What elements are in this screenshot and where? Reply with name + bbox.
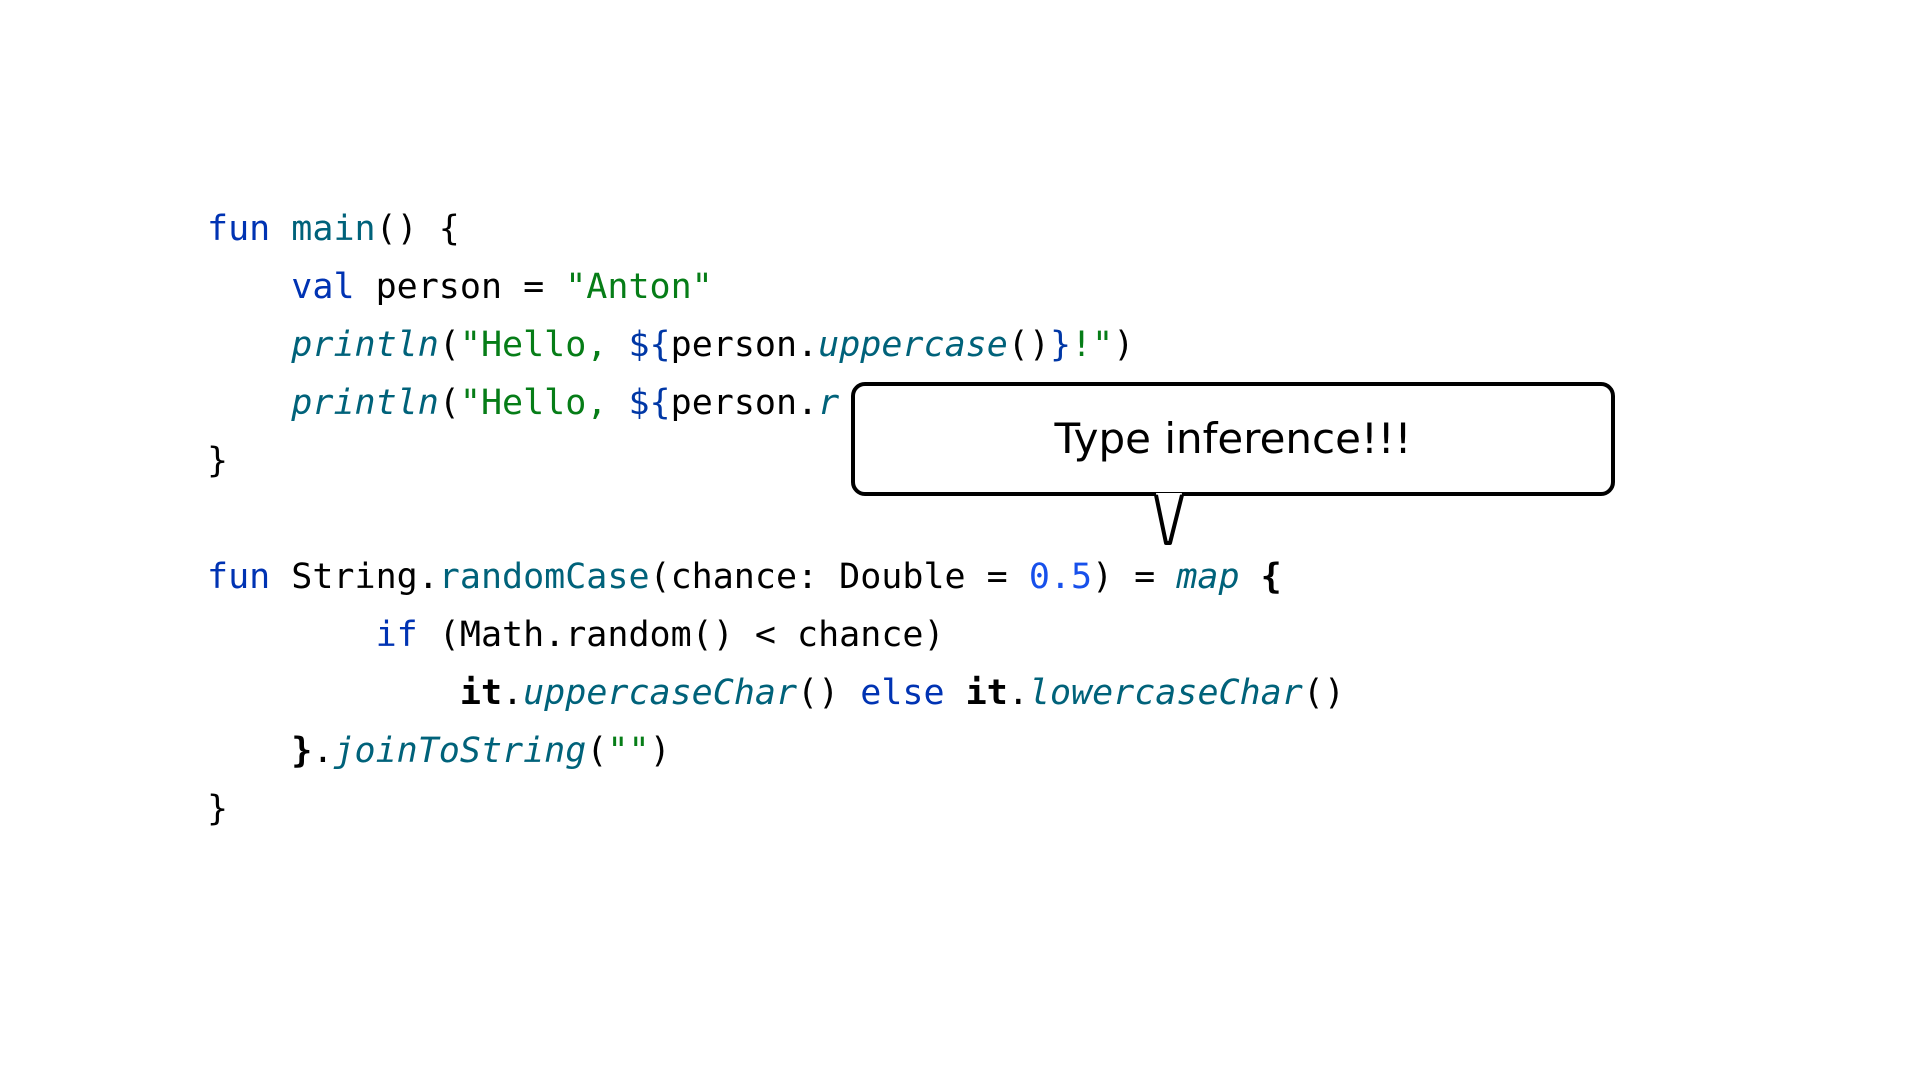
code-block: fun main() { val person = "Anton" printl… <box>207 200 1345 838</box>
code-token: . <box>1007 673 1029 713</box>
code-token: !" <box>1071 325 1114 365</box>
code-token: String. <box>270 557 439 597</box>
code-token: fun <box>207 557 271 597</box>
code-token: ( <box>438 383 460 423</box>
code-token <box>207 267 291 307</box>
speech-bubble-text: Type inference!!! <box>1054 414 1412 463</box>
code-token <box>207 325 291 365</box>
code-token: uppercaseChar <box>523 673 798 713</box>
code-token: println <box>291 383 439 423</box>
code-token: ) <box>649 731 671 771</box>
code-token: () { <box>375 209 460 249</box>
code-token <box>207 673 460 713</box>
code-token: person. <box>670 383 819 423</box>
code-line: }.joinToString("") <box>207 722 1345 780</box>
code-token: person = <box>354 267 566 307</box>
code-line: } <box>207 432 1345 490</box>
code-token: fun <box>207 209 271 249</box>
code-line: fun String.randomCase(chance: Double = 0… <box>207 548 1345 606</box>
code-token: } <box>1049 325 1072 365</box>
code-token: ) = <box>1092 557 1177 597</box>
code-token: val <box>291 267 355 307</box>
code-token <box>207 383 291 423</box>
code-token: else <box>860 673 945 713</box>
code-token: it <box>459 673 503 713</box>
code-token: } <box>291 731 313 771</box>
code-token: ( <box>586 731 608 771</box>
code-token <box>270 209 291 249</box>
code-token: (Math.random() < chance) <box>417 615 945 655</box>
code-line: println("Hello, ${person.uppercase()}!") <box>207 316 1345 374</box>
code-token: () <box>1302 673 1345 713</box>
code-token: ( <box>438 325 460 365</box>
code-token: () <box>797 673 861 713</box>
code-token <box>207 615 376 655</box>
code-token <box>1240 557 1261 597</box>
code-token: if <box>375 615 418 655</box>
code-token: println <box>291 325 439 365</box>
code-token: } <box>207 789 229 829</box>
code-line: it.uppercaseChar() else it.lowercaseChar… <box>207 664 1345 722</box>
speech-bubble-tail <box>1154 493 1184 545</box>
code-token: "Hello, <box>459 325 629 365</box>
code-line: val person = "Anton" <box>207 258 1345 316</box>
code-token: it <box>965 673 1008 713</box>
code-token: joinToString <box>333 731 587 771</box>
code-token: ${ <box>628 383 671 423</box>
code-token: { <box>1260 557 1282 597</box>
code-token: 0.5 <box>1028 557 1093 597</box>
code-token: "Anton" <box>565 267 713 307</box>
code-line: } <box>207 780 1345 838</box>
code-line: fun main() { <box>207 200 1345 258</box>
code-token: main <box>291 209 376 249</box>
code-token: r <box>818 383 840 423</box>
code-token: map <box>1176 557 1240 597</box>
code-token: . <box>502 673 524 713</box>
code-line: println("Hello, ${person.r <box>207 374 1345 432</box>
code-token: person. <box>670 325 819 365</box>
speech-bubble: Type inference!!! <box>851 382 1615 496</box>
code-token: () <box>1007 325 1050 365</box>
code-token: "" <box>607 731 650 771</box>
code-token: (chance: Double = <box>649 557 1029 597</box>
code-token: ${ <box>628 325 671 365</box>
code-token: ) <box>1113 325 1135 365</box>
code-token: "Hello, <box>459 383 629 423</box>
code-token: lowercaseChar <box>1028 673 1303 713</box>
code-line: if (Math.random() < chance) <box>207 606 1345 664</box>
code-token: uppercase <box>818 325 1008 365</box>
code-token: . <box>312 731 334 771</box>
code-token <box>945 673 966 713</box>
code-token <box>207 731 291 771</box>
code-token: } <box>207 441 229 481</box>
code-token: randomCase <box>438 557 650 597</box>
